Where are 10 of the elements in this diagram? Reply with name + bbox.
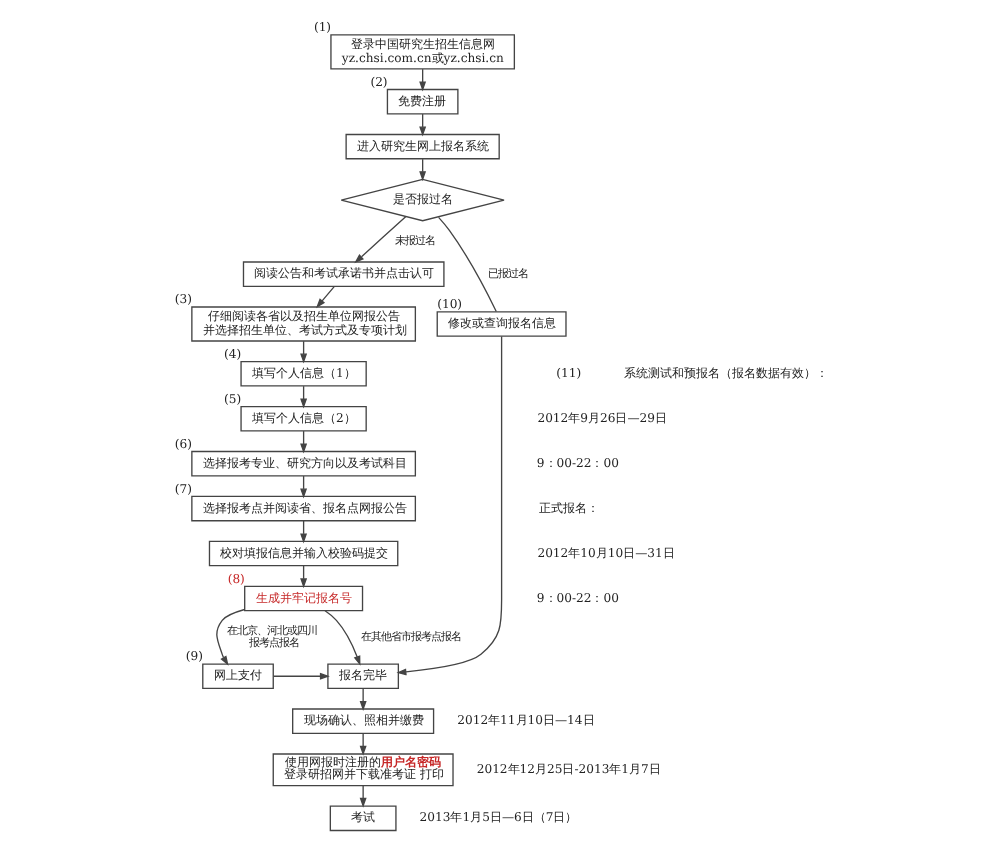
arrow <box>272 672 329 680</box>
arrow <box>358 687 366 712</box>
connector <box>436 216 496 313</box>
arrow <box>395 335 502 676</box>
arrow <box>314 285 335 309</box>
arrow <box>323 610 360 666</box>
arrow <box>358 784 366 808</box>
arrow <box>358 732 366 756</box>
arrow <box>215 608 245 666</box>
arrow <box>353 215 406 264</box>
